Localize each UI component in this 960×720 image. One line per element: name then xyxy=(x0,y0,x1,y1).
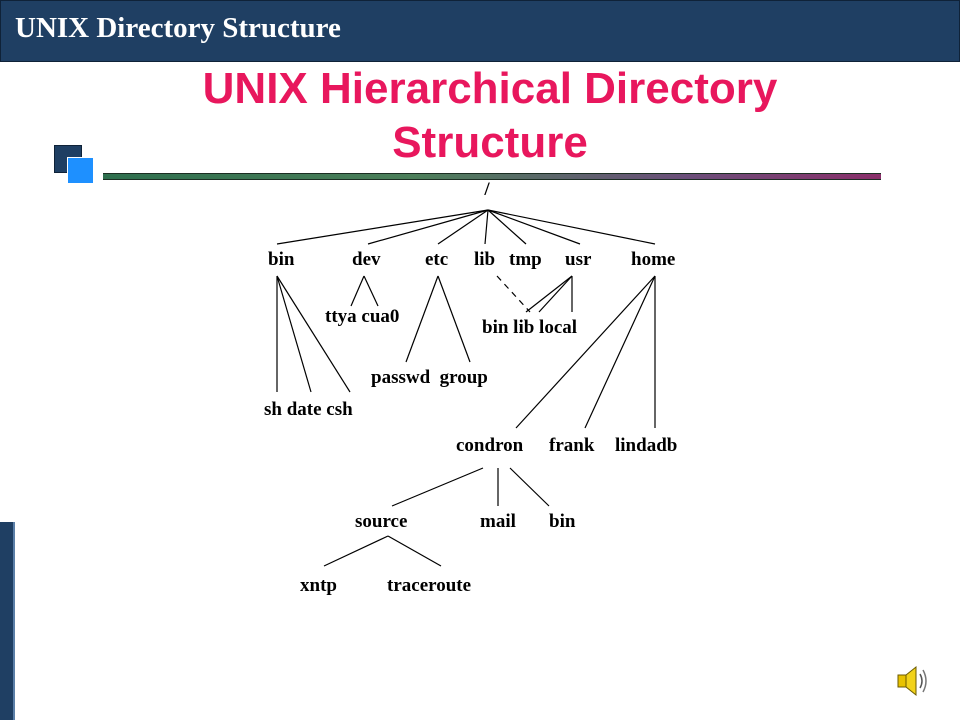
edge-dev-cua0 xyxy=(363,275,379,307)
edge-bin-csh xyxy=(276,275,351,393)
node-mail: mail xyxy=(480,511,516,532)
left-decor-strip xyxy=(0,522,15,720)
edge-dev-ttya xyxy=(350,275,365,307)
edge-source-traceroute xyxy=(387,535,442,567)
node-lib: lib xyxy=(474,249,495,270)
edge-root-dev xyxy=(367,209,489,245)
node-etc: etc xyxy=(425,249,448,270)
edge-etc-passwd xyxy=(405,275,439,363)
node-home: home xyxy=(631,249,675,270)
node-lindadb: lindadb xyxy=(615,435,677,456)
edge-usr-lib xyxy=(538,275,573,313)
edge-root-tmp xyxy=(487,209,527,245)
node-source: source xyxy=(355,511,407,532)
header-bar: UNIX Directory Structure xyxy=(0,0,960,62)
node-traceroute: traceroute xyxy=(387,575,471,596)
node-dev-children: ttya cua0 xyxy=(325,306,399,327)
edge-bin-date xyxy=(276,275,312,393)
edge-root-bin xyxy=(276,209,489,245)
node-tmp: tmp xyxy=(509,249,542,270)
node-usr-children: bin lib local xyxy=(482,317,577,338)
node-xntp: xntp xyxy=(300,575,337,596)
edge-lib-link-dashed xyxy=(496,275,531,313)
header-title: UNIX Directory Structure xyxy=(15,12,341,44)
edge-home-condron xyxy=(515,275,656,429)
title-underline xyxy=(103,173,881,180)
edge-root-lib xyxy=(484,209,489,245)
edge-root-usr xyxy=(487,209,581,245)
node-condron: condron xyxy=(456,435,524,456)
edge-condron-bin xyxy=(509,467,550,507)
node-frank: frank xyxy=(549,435,595,456)
edge-etc-group xyxy=(437,275,471,363)
node-bin: bin xyxy=(268,249,295,270)
edge-root-home xyxy=(487,209,656,245)
edge-root-etc xyxy=(437,209,489,245)
node-root: / xyxy=(483,179,490,200)
bullet-square-light xyxy=(67,157,94,184)
edge-source-xntp xyxy=(323,535,389,567)
node-etc-children: passwd group xyxy=(371,367,488,388)
slide-title: UNIX Hierarchical Directory Structure xyxy=(202,64,778,167)
edge-usr-bin xyxy=(525,275,573,313)
edge-home-frank xyxy=(584,275,656,429)
speaker-icon[interactable] xyxy=(896,664,932,698)
node-usr: usr xyxy=(565,249,592,270)
node-condron-bin: bin xyxy=(549,511,576,532)
node-bin-children: sh date csh xyxy=(264,399,353,420)
edge-condron-source xyxy=(391,467,484,507)
node-dev: dev xyxy=(352,249,381,270)
tree-edges xyxy=(276,209,656,567)
